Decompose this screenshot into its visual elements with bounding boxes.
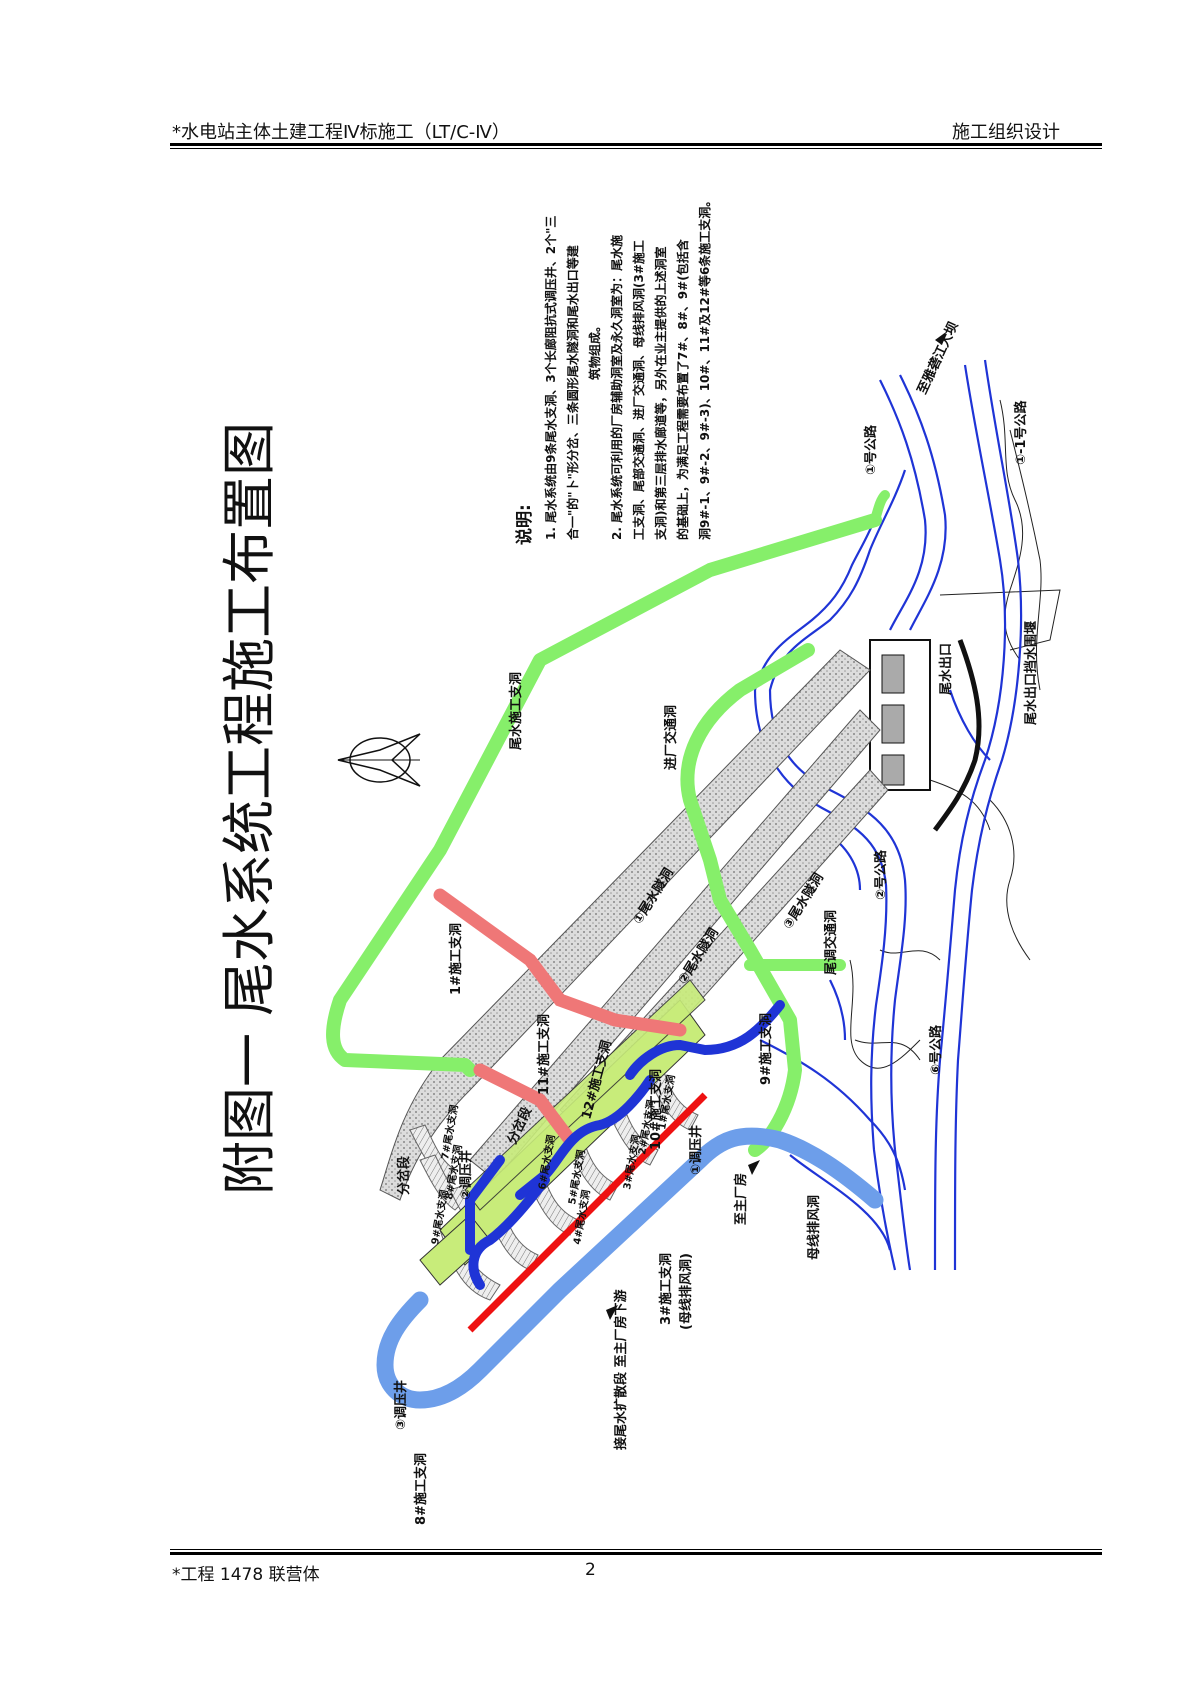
label-busbar: 母线排风洞	[806, 1195, 822, 1260]
label-road-2: ②号公路	[873, 849, 889, 900]
arrow-icon	[606, 332, 946, 1320]
notes-heading: 说明:	[514, 504, 535, 545]
label-fork-2: 分岔段	[396, 1156, 412, 1195]
label-outlet: 尾水出口	[938, 643, 954, 695]
label-to-plant-lower: 接尾水扩散段 至主厂房下游	[613, 1289, 629, 1450]
label-road-1: ①号公路	[863, 424, 879, 475]
river-roads	[753, 359, 1023, 1271]
label-adit-1: 1#施工支洞	[448, 923, 464, 995]
label-to-dam: 至雅砻江大坝	[914, 319, 961, 396]
green-access-tunnels	[326, 490, 890, 1157]
outlet-structure	[869, 639, 931, 791]
blue-adits	[465, 1000, 785, 1290]
drainage-gallery	[467, 1092, 708, 1333]
label-surge-3: ③调压井	[393, 1380, 409, 1430]
header-section-title: 施工组织设计	[952, 122, 1060, 143]
footer-company: *工程 1478 联营体	[172, 1565, 320, 1585]
label-surge-2: ②调压井	[458, 1150, 474, 1200]
label-tail-traffic: 尾调交通洞	[823, 910, 839, 975]
label-surge-1: ①调压井	[688, 1125, 704, 1175]
label-adit-11: 11#施工支洞	[536, 1014, 552, 1095]
label-adit-3-sub: (母线排风洞)	[678, 1253, 694, 1330]
label-road-6: ⑥号公路	[928, 1024, 944, 1075]
label-adit-3: 3#施工支洞	[658, 1253, 674, 1325]
notes-line: 洞9#-1、9#-2、9#-3)、10#、11#及12#等6条施工支洞。	[697, 195, 712, 540]
label-road-minus1: ①-1号公路	[1013, 400, 1029, 465]
label-adit-8: 8#施工支洞	[413, 1453, 429, 1525]
label-tailrace-access: 尾水施工支洞	[508, 672, 524, 750]
header-rule-thin	[170, 148, 1102, 149]
page-number: 2	[585, 1560, 596, 1580]
notes-line: 筑物组成。	[587, 320, 602, 380]
footer-rule-thin	[170, 1549, 1102, 1550]
north-arrow-icon	[337, 733, 421, 787]
header-rule-thick	[170, 143, 1102, 146]
cofferdam-wall	[932, 639, 982, 832]
notes-line: 2. 尾水系统可利用的厂房辅助洞室及永久洞室为：尾水施	[609, 235, 624, 540]
busbar-ventilation-tunnel	[376, 1127, 884, 1409]
label-cofferdam: 尾水出口挡水围堰	[1023, 621, 1039, 725]
terrain-contours	[849, 399, 1061, 1069]
notes-line: 1. 尾水系统由9条尾水支洞、3个长廊阻抗式调压井、2个"三	[543, 216, 558, 540]
header-project-title: *水电站主体土建工程Ⅳ标施工（LT/C-Ⅳ）	[172, 122, 510, 143]
notes-line: 支洞)和第三层排水廊道等，另外在业主提供的上述洞室	[653, 247, 668, 542]
drawing-title: 附图一 尾水系统工程施工布置图	[218, 422, 281, 1195]
footer-rule-thick	[170, 1552, 1102, 1555]
notes-line: 合一"的"卜"形分岔、三条圆形尾水隧洞和尾水出口等建	[565, 244, 580, 540]
label-adit-9: 9#施工支洞	[758, 1013, 774, 1085]
label-to-plant: 至主厂房	[733, 1173, 749, 1225]
notes-line: 工支洞、尾部交通洞、进厂交通洞、母线排风洞(3#施工	[631, 240, 646, 540]
red-adits	[433, 888, 687, 1147]
label-plant-access: 进厂交通洞	[663, 705, 679, 770]
notes-line: 的基础上，为满足工程需要布置了7#、8#、9#(包括含	[675, 238, 690, 540]
notes-block: 说明:	[514, 504, 535, 545]
label-adit-10: 10#施工支洞	[648, 1069, 664, 1150]
